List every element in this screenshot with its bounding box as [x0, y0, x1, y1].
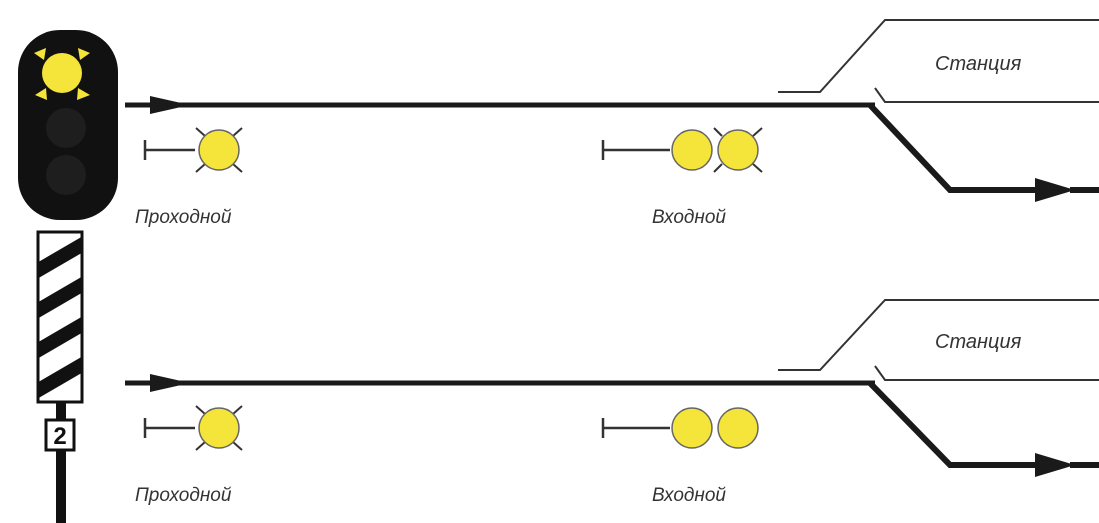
station-label: Станция [935, 53, 1022, 75]
scheme-top: Станция Проходной [125, 19, 1099, 228]
flashing-rays-icon [195, 127, 243, 173]
mast-pole [56, 300, 66, 523]
unlit-lens [46, 108, 86, 148]
lit-yellow-lens [717, 129, 759, 171]
entry-signal [601, 407, 759, 449]
passing-signal [143, 127, 243, 173]
entry-signal-label: Входной [652, 485, 726, 506]
lit-yellow-lens [717, 407, 759, 449]
station-outline [874, 87, 1099, 103]
scheme-bottom: Станция Проходной Входной [125, 299, 1099, 506]
station-outline [874, 365, 1099, 381]
diverging-track [867, 380, 1050, 468]
plate-number: 2 [53, 423, 66, 450]
striped-mast-section [36, 230, 84, 404]
mast-signal: 2 [18, 30, 118, 523]
number-plate [44, 418, 76, 452]
lit-yellow-lens [671, 407, 713, 449]
direction-arrow-icon [150, 374, 190, 392]
direction-arrow-icon [150, 96, 190, 114]
passing-signal [143, 405, 243, 451]
entry-signal-label: Входной [652, 207, 726, 228]
station-outline [778, 299, 1099, 371]
flashing-rays-icon [195, 405, 243, 451]
station-outline [778, 19, 1099, 93]
passing-signal-label: Проходной [135, 485, 232, 506]
diverging-track [867, 102, 1050, 193]
lit-yellow-lens [671, 129, 713, 171]
direction-arrow-icon [1035, 178, 1075, 202]
flashing-rays-icon [713, 127, 763, 173]
lit-yellow-lens [198, 407, 240, 449]
station-label: Станция [935, 331, 1022, 353]
lit-yellow-lens [42, 53, 82, 93]
direction-arrow-icon [1035, 453, 1075, 477]
lit-yellow-lens [198, 129, 240, 171]
passing-signal-label: Проходной [135, 207, 232, 228]
unlit-lens [46, 155, 86, 195]
entry-signal [601, 127, 763, 173]
flashing-rays-icon [34, 48, 90, 100]
